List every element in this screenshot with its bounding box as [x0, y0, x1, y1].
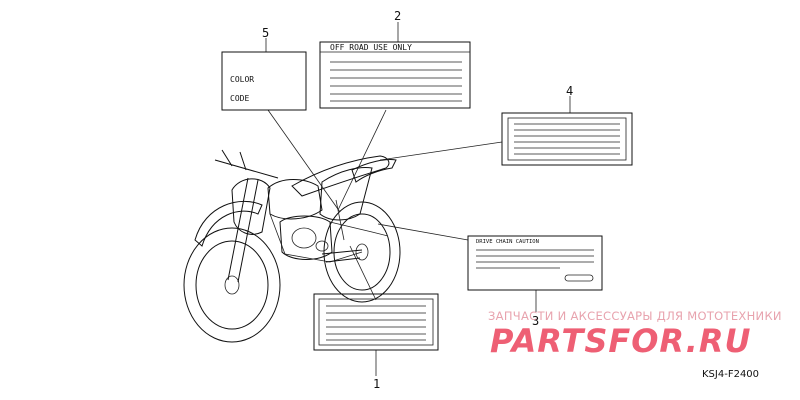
watermark-brand: PARTSFOR.RU — [490, 322, 751, 360]
callout-4: 4 — [566, 84, 573, 98]
rear-wheel — [323, 201, 401, 303]
off-road-label: OFF ROAD USE ONLY — [319, 41, 471, 109]
drive-chain-label: DRIVE CHAIN CAUTION — [467, 235, 603, 291]
color-code-label: COLOR CODE — [221, 51, 307, 111]
off-road-title: OFF ROAD USE ONLY — [330, 43, 412, 52]
leader-lines — [265, 22, 571, 376]
color-label-line1: COLOR — [230, 75, 254, 84]
callout-5: 5 — [262, 26, 269, 40]
drive-chain-title: DRIVE CHAIN CAUTION — [476, 239, 539, 245]
callout-3: 3 — [532, 314, 539, 328]
diagram-code: KSJ4-F2400 — [702, 369, 759, 380]
watermark-tagline: ЗАПЧАСТИ И АКСЕССУАРЫ ДЛЯ МОТОТЕХНИКИ — [488, 309, 782, 323]
front-wheel — [183, 227, 281, 343]
callout-1: 1 — [373, 377, 380, 391]
callout-2: 2 — [394, 9, 401, 23]
label-4-plate — [501, 112, 633, 166]
color-label-line2: CODE — [230, 94, 249, 103]
motorcycle-illustration — [183, 149, 401, 343]
label-1-plate — [313, 293, 439, 351]
